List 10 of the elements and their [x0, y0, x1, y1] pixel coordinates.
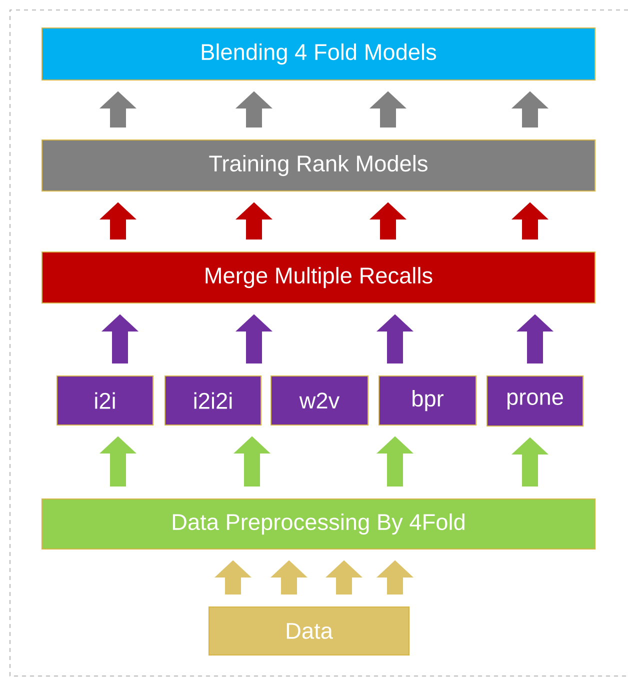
- wide-band: Blending 4 Fold Models: [41, 27, 596, 81]
- data-box: Data: [208, 606, 410, 656]
- wide-band: Merge Multiple Recalls: [41, 251, 596, 304]
- method-box: prone: [486, 375, 584, 427]
- method-box: i2i: [56, 375, 154, 426]
- method-box: w2v: [270, 375, 369, 426]
- wide-band: Data Preprocessing By 4Fold: [41, 498, 596, 550]
- method-box: i2i2i: [164, 375, 262, 426]
- wide-band: Training Rank Models: [41, 139, 596, 192]
- method-box: bpr: [378, 375, 477, 426]
